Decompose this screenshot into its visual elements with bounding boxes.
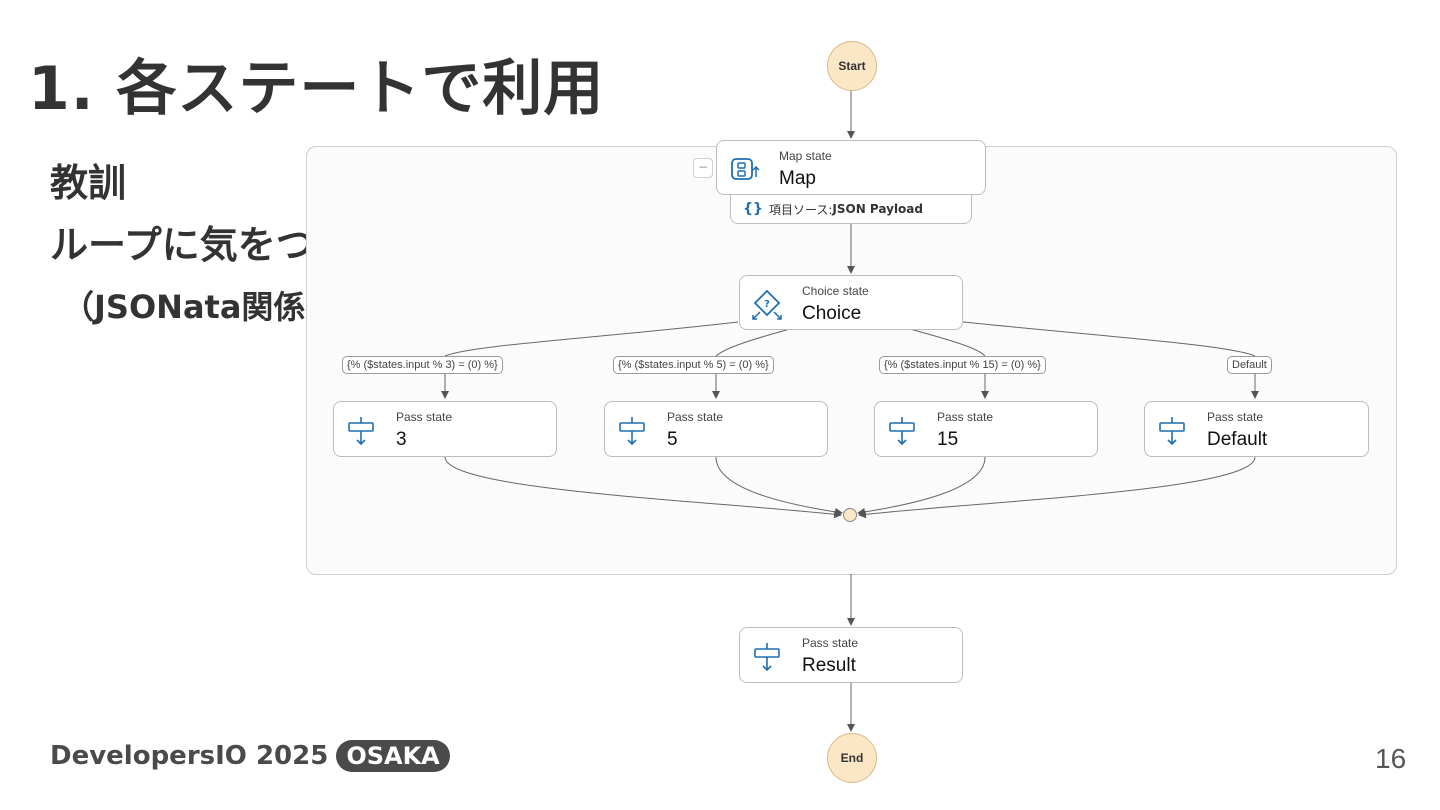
- map-icon: [731, 158, 760, 180]
- pass-state-name: 15: [937, 429, 959, 450]
- condition-label-3: {% ($states.input % 3) = (0) %}: [342, 356, 503, 374]
- page-number: 16: [1375, 743, 1407, 774]
- edge-choice-cond-5: [715, 328, 791, 357]
- edge-pass-15-join: [857, 456, 986, 516]
- map-state-node[interactable]: Map state Map: [716, 140, 986, 195]
- pass-state-type: Pass state: [937, 410, 994, 424]
- pass-state-node-default[interactable]: Pass state Default: [1144, 401, 1369, 457]
- edge-choice-cond-3: [444, 321, 739, 357]
- svg-text:?: ?: [764, 299, 770, 310]
- pass-state-type: Pass state: [1207, 410, 1264, 424]
- items-source-badge: {} 項目ソース: JSON Payload: [730, 195, 972, 224]
- choice-state-node[interactable]: ? Choice state Choice: [739, 275, 963, 330]
- pass-icon: [889, 417, 915, 446]
- choice-state-type: Choice state: [802, 284, 869, 298]
- edge-choice-cond-15: [909, 328, 986, 357]
- items-source-prefix: 項目ソース:: [768, 202, 833, 217]
- pass-state-type: Pass state: [396, 410, 453, 424]
- result-state-type: Pass state: [802, 636, 859, 650]
- condition-label-5: {% ($states.input % 5) = (0) %}: [613, 356, 774, 374]
- result-state-name: Result: [802, 655, 856, 676]
- pass-state-node-15[interactable]: Pass state 15: [874, 401, 1098, 457]
- map-state-name: Map: [779, 168, 816, 189]
- condition-label-15: {% ($states.input % 15) = (0) %}: [879, 356, 1046, 374]
- lesson-heading: 教訓: [50, 161, 127, 205]
- footer-tag: OSAKA: [336, 740, 450, 772]
- choice-state-name: Choice: [802, 303, 862, 324]
- braces-icon: {}: [743, 201, 763, 217]
- items-source-value: JSON Payload: [832, 202, 923, 216]
- collapse-button[interactable]: −: [693, 158, 713, 178]
- pass-state-name: 3: [396, 429, 407, 450]
- footer-brand: DevelopersIO 2025 OSAKA: [50, 740, 450, 772]
- condition-label-default: Default: [1227, 356, 1272, 374]
- map-state-type: Map state: [779, 149, 832, 163]
- pass-state-type: Pass state: [667, 410, 724, 424]
- choice-icon: ?: [752, 289, 782, 320]
- result-state-node[interactable]: Pass state Result: [739, 627, 963, 683]
- pass-icon: [348, 417, 374, 446]
- edge-pass-default-join: [858, 456, 1256, 519]
- pass-state-node-5[interactable]: Pass state 5: [604, 401, 828, 457]
- slide-title: 1. 各ステートで利用: [28, 54, 605, 124]
- pass-icon: [619, 417, 645, 446]
- pass-state-name: Default: [1207, 429, 1268, 450]
- edge-pass-3-join: [444, 456, 842, 519]
- edge-choice-cond-default: [962, 321, 1256, 357]
- end-node[interactable]: End: [827, 733, 877, 783]
- footer-brand-text: DevelopersIO 2025: [50, 741, 329, 771]
- pass-icon: [754, 643, 780, 672]
- start-node[interactable]: Start: [827, 41, 877, 91]
- join-node: [843, 508, 857, 522]
- pass-state-name: 5: [667, 429, 678, 450]
- pass-state-node-3[interactable]: Pass state 3: [333, 401, 557, 457]
- pass-icon: [1159, 417, 1185, 446]
- edge-pass-5-join: [715, 456, 843, 516]
